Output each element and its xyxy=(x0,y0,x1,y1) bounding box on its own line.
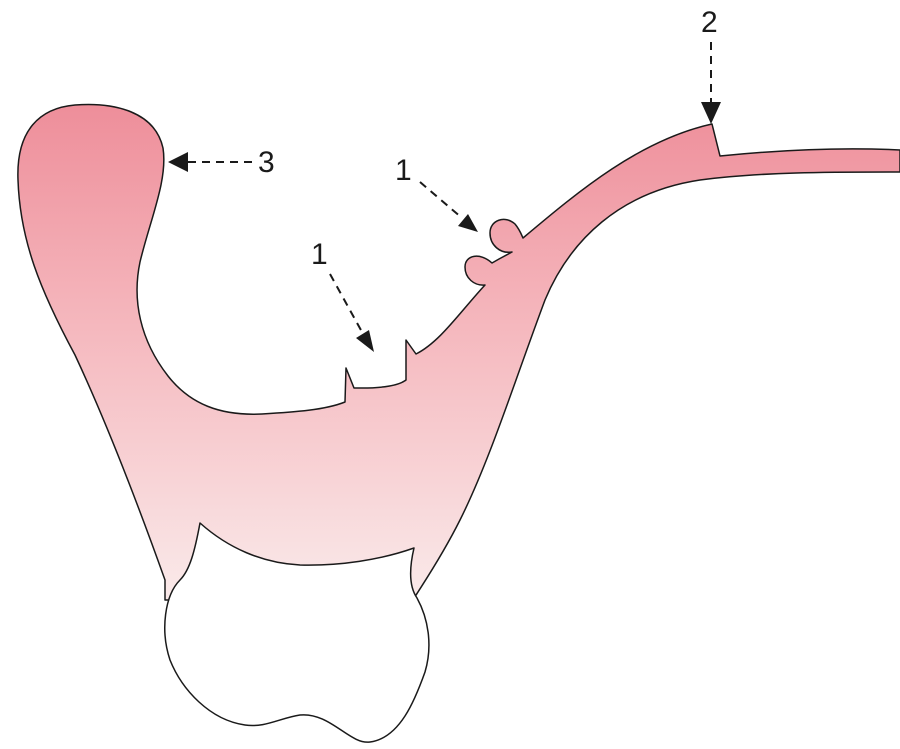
label-defect-upper: 1 xyxy=(395,154,412,187)
leader-defect-upper xyxy=(420,182,462,218)
arrowhead-defect-upper xyxy=(458,214,478,232)
leader-defect-lower xyxy=(330,274,362,332)
label-flange-border: 3 xyxy=(258,146,275,179)
label-step-margin: 2 xyxy=(701,6,718,39)
arrowhead-defect-lower xyxy=(356,330,374,352)
arrowhead-flange-border xyxy=(168,152,188,172)
tissue-body xyxy=(18,104,900,600)
label-defect-lower: 1 xyxy=(311,238,328,271)
arrowhead-step-margin xyxy=(701,102,721,124)
